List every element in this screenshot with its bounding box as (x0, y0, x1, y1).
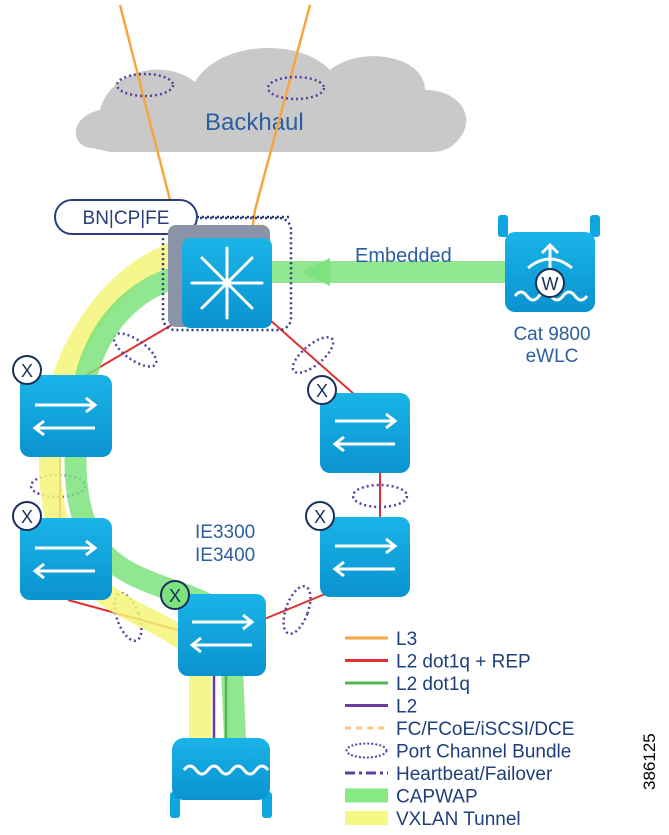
ring-switches (20, 375, 410, 676)
legend-label: L2 (396, 697, 417, 718)
ring-label-2: IE3400 (195, 545, 255, 566)
legend-item: L2 dot1q + REP (345, 652, 531, 673)
svg-text:X: X (314, 507, 326, 527)
x-badge-icon: X (160, 580, 190, 610)
legend-label: VXLAN Tunnel (396, 809, 521, 830)
wireless-controller: W Cat 9800 eWLC (498, 215, 600, 367)
controller-badge: W (542, 274, 559, 294)
core-switch (168, 225, 272, 328)
switch-left-bottom (20, 518, 112, 600)
ring-label-1: IE3300 (195, 522, 255, 543)
embedded-link: Embedded (300, 245, 452, 286)
switch-left-top (20, 375, 112, 457)
legend-item: L3 (345, 629, 417, 650)
w-badge-icon (535, 268, 565, 298)
legend-item: VXLAN Tunnel (345, 809, 521, 830)
controller-name-1: Cat 9800 (513, 324, 590, 345)
legend-item: Port Channel Bundle (345, 742, 571, 763)
ap-drop-links (212, 676, 228, 742)
backhaul-cloud: Backhaul (75, 48, 467, 152)
legend-label: Heartbeat/Failover (396, 764, 553, 785)
legend-label: L2 dot1q + REP (396, 652, 531, 673)
svg-text:X: X (21, 361, 33, 381)
svg-text:X: X (21, 507, 33, 527)
border-node-group: BN|CP|FE (54, 199, 293, 332)
legend-item: Heartbeat/Failover (345, 764, 553, 785)
legend-swatch (345, 742, 388, 759)
legend-label: L2 dot1q (396, 674, 470, 695)
x-badge-icon: X (307, 375, 337, 405)
legend-label: CAPWAP (396, 787, 478, 808)
switch-right-bottom (320, 517, 410, 597)
svg-text:X: X (316, 381, 328, 401)
port-channel-ellipse (115, 72, 175, 98)
x-badge-icon: X (12, 501, 42, 531)
svg-text:X: X (169, 586, 181, 606)
embedded-label: Embedded (355, 245, 452, 267)
legend-label: FC/FCoE/iSCSI/DCE (396, 719, 574, 740)
figure-id: 386125 (640, 733, 659, 790)
legend-item: FC/FCoE/iSCSI/DCE (345, 719, 574, 740)
border-node-label: BN|CP|FE (83, 208, 170, 229)
port-channel-ellipse (266, 75, 326, 101)
switch-right-top (320, 393, 410, 473)
access-point (170, 738, 272, 818)
legend-item: L2 dot1q (345, 674, 470, 695)
backhaul-label: Backhaul (205, 109, 304, 136)
controller-name-2: eWLC (526, 346, 579, 367)
legend-item: CAPWAP (345, 787, 478, 808)
x-badge-icon: X (12, 355, 42, 385)
x-badge-icon: X (305, 501, 335, 531)
legend-label: Port Channel Bundle (396, 742, 571, 763)
legend-label: L3 (396, 629, 417, 650)
switch-bottom (178, 594, 266, 676)
x-badges: X X X X X (12, 355, 337, 610)
legend-item: L2 (345, 697, 417, 718)
